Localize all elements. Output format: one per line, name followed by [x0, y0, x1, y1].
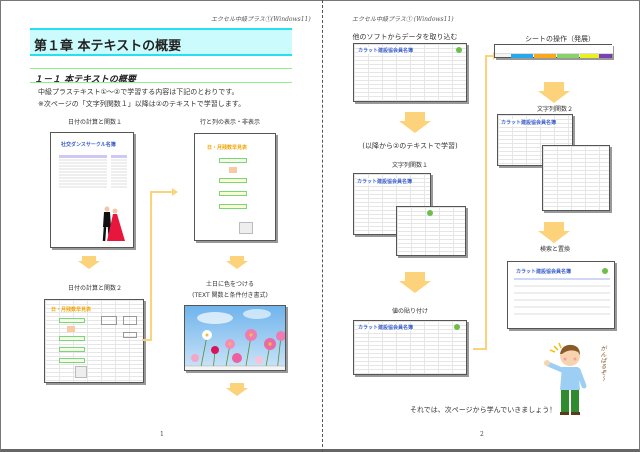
thumbnail-import-data: カラット建設協会員名簿: [353, 43, 467, 102]
flow-line: [485, 55, 487, 350]
flow-line: [150, 191, 152, 341]
step-label: 日付の計算と関数２: [67, 285, 122, 292]
sheet-tab[interactable]: [599, 54, 611, 58]
page-number: 1: [160, 431, 164, 438]
thumb-title: 日・月残数早見表: [207, 145, 248, 151]
step-label: 検索と置換: [539, 246, 570, 253]
step-label: 他のソフトからデータを取り込む: [352, 33, 458, 41]
thumb-title: カラット建設協会員名簿: [501, 119, 557, 126]
step-label: 文字列関数１: [391, 162, 428, 169]
intro-line-1: 中級プラステキスト①～②で学習する内容は下記のとおりです。: [38, 88, 239, 96]
section-line-bottom: [30, 82, 292, 83]
thumbnail-sheet-tabs: [494, 44, 613, 58]
sheet-tab[interactable]: [534, 54, 556, 58]
thumbnail-paste-values: カラット建設協会員名簿: [353, 320, 467, 375]
logo-icon: [456, 47, 462, 53]
chapter-band: [30, 28, 292, 56]
logo-icon: [602, 268, 608, 274]
thumbnail-dance-list: 社交ダンスサークル名簿: [50, 132, 134, 248]
thumb-table: [59, 155, 107, 201]
thumbnail-text-func2-b: [542, 145, 610, 211]
sheet-tab[interactable]: [580, 54, 600, 58]
thumb-title: カラット建設協会員名簿: [358, 324, 414, 331]
step-sublabel: (TEXT 関数と条件付き書式): [192, 292, 268, 299]
thumb-title: カラット建設協会員名簿: [516, 269, 572, 275]
thumbnail-find-replace: カラット建設協会員名簿: [507, 261, 615, 329]
flow-line: [485, 55, 493, 57]
thumbnail-calc-sheet: 日・月残数早見表: [44, 299, 144, 383]
thumbnail-text-func1-b: [396, 206, 466, 256]
cheering-boy-illustration: [544, 342, 587, 415]
speech-text: がんばるぞ～: [599, 345, 606, 381]
logo-icon: [454, 324, 460, 330]
header-note: エクセル中級プラス① (Windows11): [352, 16, 454, 23]
step-label: 行と列の表示・非表示: [199, 119, 260, 126]
section-title: １－１ 本テキストの概要: [34, 75, 136, 85]
step-label: 日付の計算と関数１: [67, 119, 122, 126]
sheet-tab[interactable]: [557, 54, 579, 58]
page-number: 2: [480, 431, 484, 438]
dancers-illustration: [102, 206, 125, 242]
closing-text: それでは、次ページから学んでいきましょう！: [410, 406, 557, 414]
thumb-title: 社交ダンスサークル名簿: [61, 142, 116, 148]
step-label: 土日に色をつける: [205, 281, 254, 288]
thumb-title: カラット建設協会員名簿: [357, 178, 413, 185]
step-note: (以降から②のテキストで学習): [362, 142, 458, 150]
calendar-icon: [75, 366, 87, 378]
logo-icon: [427, 210, 433, 216]
flow-line: [150, 191, 172, 193]
thumb-table-side: [111, 155, 127, 201]
thumbnail-rowcol-sheet: 日・月残数早見表: [194, 133, 276, 241]
step-label: シートの操作（発展）: [525, 35, 595, 43]
thumb-title: カラット建設協会員名簿: [358, 47, 414, 54]
step-label: 値の貼り付け: [391, 308, 428, 315]
step-label: 文字列関数２: [536, 106, 573, 113]
sheet-tab[interactable]: [511, 54, 533, 58]
intro-line-2: ※次ページの「文字列関数１」以降は②のテキストで学習します。: [38, 100, 246, 108]
header-note: エクセル中級プラス①(Windows11): [211, 16, 311, 23]
thumbnail-cosmos-photo: [184, 305, 286, 371]
thumb-title: 日・月残数早見表: [51, 307, 92, 313]
section-line-top: [30, 68, 292, 69]
page-divider: [322, 0, 323, 452]
chapter-title: 第１章 本テキストの概要: [34, 39, 182, 54]
flow-line: [142, 339, 152, 341]
arrow-right-icon: [172, 188, 178, 196]
thumbnail-text-func2-a: カラット建設協会員名簿: [497, 114, 573, 166]
calendar-icon: [239, 222, 253, 234]
flow-line: [473, 348, 486, 350]
cosmos-photo-image: [185, 306, 285, 370]
